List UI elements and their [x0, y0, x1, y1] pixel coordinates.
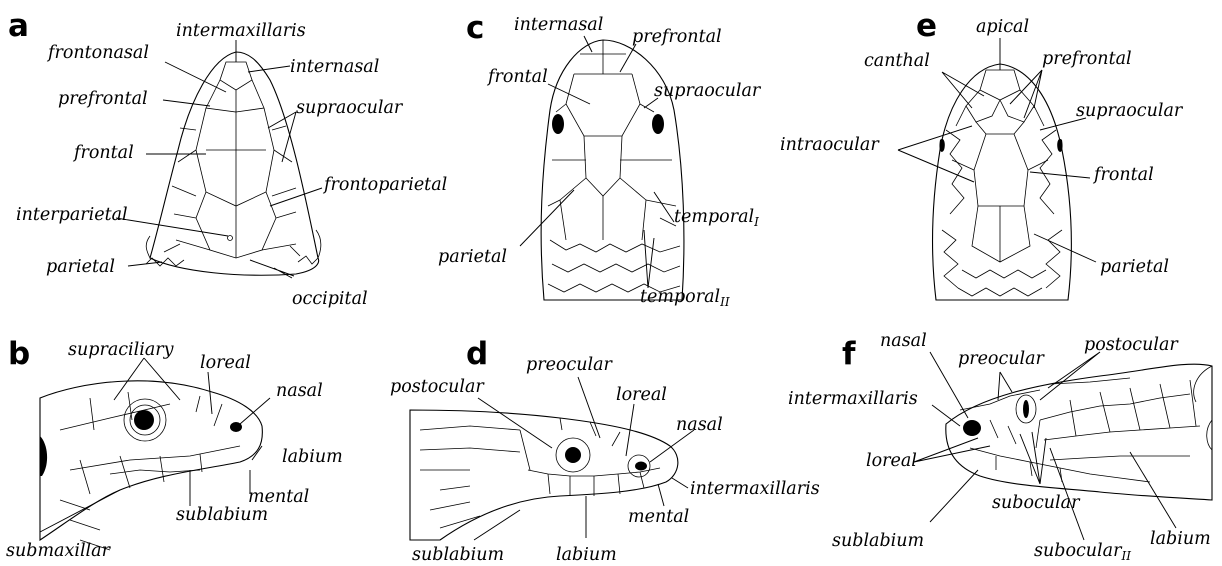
label-e-canthal: canthal	[864, 51, 930, 71]
label-frontonasal: frontonasal	[46, 43, 149, 63]
label-frontal: frontal	[72, 143, 134, 163]
label-f-intermaxillaris: intermaxillaris	[788, 389, 918, 409]
label-e-supraocular: supraocular	[1076, 101, 1184, 121]
label-e-apical: apical	[976, 17, 1029, 37]
label-e-frontal: frontal	[1092, 165, 1154, 185]
label-c-internasal: internasal	[514, 15, 603, 35]
label-d-intermaxillaris: intermaxillaris	[690, 479, 820, 499]
label-f-nasal: nasal	[880, 331, 927, 351]
lizard-head-dorsal-drawing	[146, 52, 321, 275]
label-occipital: occipital	[292, 289, 368, 309]
label-f-preocular: preocular	[958, 349, 1046, 369]
label-f-labium: labium	[1150, 529, 1211, 549]
snake-head-dorsal-drawing	[541, 40, 684, 300]
label-supraciliary: supraciliary	[68, 340, 175, 360]
label-f-sublabium: sublabium	[832, 531, 924, 551]
label-f-subocular: subocular	[992, 493, 1081, 513]
label-d-preocular: preocular	[526, 355, 614, 375]
label-f-subocular-ii: subocularII	[1034, 541, 1131, 563]
label-submaxillar: submaxillar	[6, 541, 112, 561]
label-d-nasal: nasal	[676, 415, 723, 435]
label-e-parietal: parietal	[1100, 257, 1169, 277]
panel-f: f nasal preocular	[788, 331, 1212, 563]
label-c-temporal-i: temporalI	[674, 207, 759, 229]
panel-letter-e: e	[916, 8, 937, 44]
label-parietal: parietal	[46, 257, 115, 277]
panel-c: c internasal prefrontal fron	[438, 10, 762, 309]
panel-letter-d: d	[466, 336, 488, 372]
panel-letter-a: a	[8, 8, 29, 44]
label-c-supraocular: supraocular	[654, 81, 762, 101]
label-d-loreal: loreal	[616, 385, 667, 405]
panel-letter-f: f	[842, 336, 856, 372]
label-intermaxillaris: intermaxillaris	[176, 21, 306, 41]
panel-e: e apical canthal	[780, 8, 1184, 300]
label-c-frontal: frontal	[486, 67, 548, 87]
label-supraocular: supraocular	[296, 98, 404, 118]
label-e-prefrontal: prefrontal	[1042, 49, 1132, 69]
label-d-postocular: postocular	[390, 377, 485, 397]
label-f-postocular: postocular	[1084, 335, 1179, 355]
label-c-prefrontal: prefrontal	[632, 27, 722, 47]
label-loreal: loreal	[200, 353, 251, 373]
label-labium: labium	[282, 447, 343, 467]
panel-letter-b: b	[8, 336, 30, 372]
label-sublabium: sublabium	[176, 505, 268, 525]
label-d-mental: mental	[628, 507, 689, 527]
label-internasal: internasal	[290, 57, 379, 77]
label-interparietal: interparietal	[16, 205, 128, 225]
panel-b: b supraciliary loreal nasal labium	[6, 336, 343, 561]
viper-head-dorsal-drawing	[933, 64, 1072, 300]
viper-head-lateral-drawing	[946, 364, 1212, 500]
label-mental: mental	[248, 487, 309, 507]
label-prefrontal: prefrontal	[58, 89, 148, 109]
label-frontoparietal: frontoparietal	[322, 175, 447, 195]
label-d-labium: labium	[556, 545, 617, 565]
label-nasal: nasal	[276, 381, 323, 401]
panel-letter-c: c	[466, 10, 484, 46]
label-c-temporal-ii: temporalII	[640, 287, 730, 309]
label-f-loreal: loreal	[866, 451, 917, 471]
label-d-sublabium: sublabium	[412, 545, 504, 565]
panel-d: d preocular postocular loreal nasal	[390, 336, 820, 565]
label-c-parietal: parietal	[438, 247, 507, 267]
panel-a: a intermaxillaris	[8, 8, 447, 309]
label-e-intraocular: intraocular	[780, 135, 880, 155]
